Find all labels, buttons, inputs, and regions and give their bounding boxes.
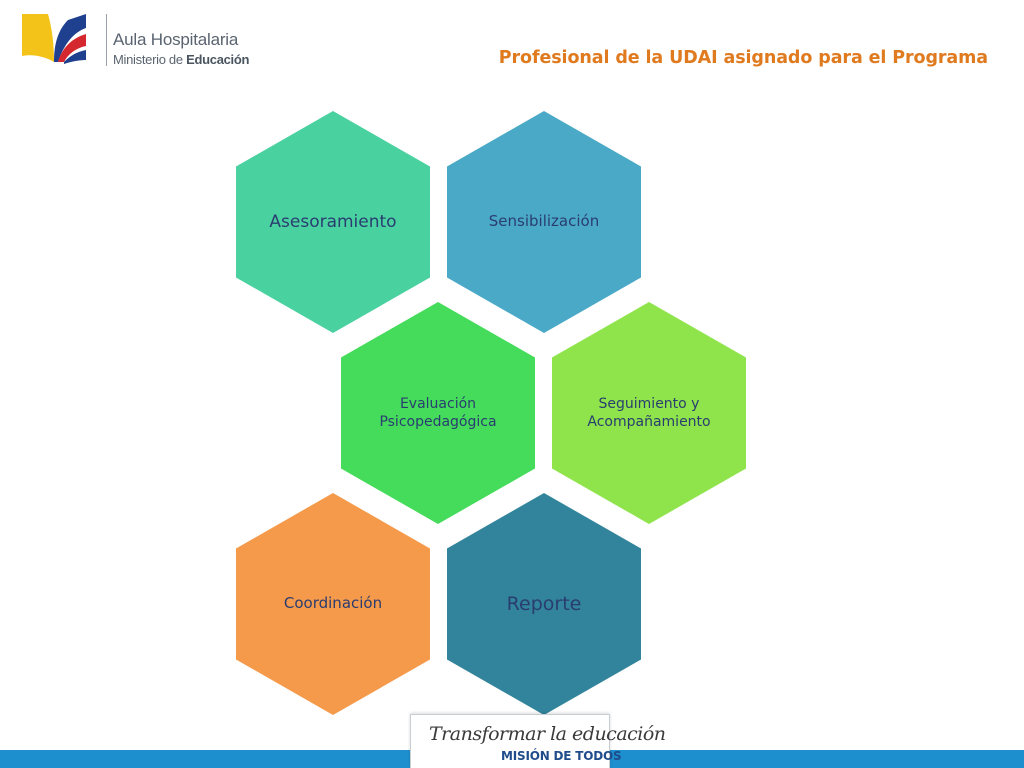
hex-reporte: Reporte bbox=[447, 493, 641, 715]
footer-slogan: Transformar la educación bbox=[429, 723, 666, 745]
hex-coordinacion-label: Coordinación bbox=[283, 594, 383, 613]
logo-title: Aula Hospitalaria bbox=[113, 30, 239, 49]
logo-divider bbox=[106, 14, 107, 66]
hex-sensibilizacion: Sensibilización bbox=[447, 111, 641, 333]
hex-evaluacion: Evaluación Psicopedagógica bbox=[341, 302, 535, 524]
hex-sensibilizacion-label: Sensibilización bbox=[488, 212, 600, 231]
hex-asesoramiento-label: Asesoramiento bbox=[269, 211, 397, 232]
hex-seguimiento-label: Seguimiento y Acompañamiento bbox=[587, 395, 711, 430]
hex-reporte-label: Reporte bbox=[506, 592, 582, 615]
hex-evaluacion-label: Evaluación Psicopedagógica bbox=[379, 395, 497, 430]
hex-seguimiento: Seguimiento y Acompañamiento bbox=[552, 302, 746, 524]
hex-coordinacion: Coordinación bbox=[236, 493, 430, 715]
ministerio-logo-mark-icon bbox=[22, 14, 86, 64]
footer-tagline: MISIÓN DE TODOS bbox=[501, 749, 622, 763]
hex-asesoramiento: Asesoramiento bbox=[236, 111, 430, 333]
page-title: Profesional de la UDAI asignado para el … bbox=[498, 48, 988, 68]
logo-subtitle: Ministerio de Educación bbox=[113, 52, 250, 67]
aula-hospitalaria-logo: Aula Hospitalaria Ministerio de Educació… bbox=[18, 10, 249, 72]
footer-slogan-badge: Transformar la educación MISIÓN DE TODOS bbox=[410, 714, 666, 768]
